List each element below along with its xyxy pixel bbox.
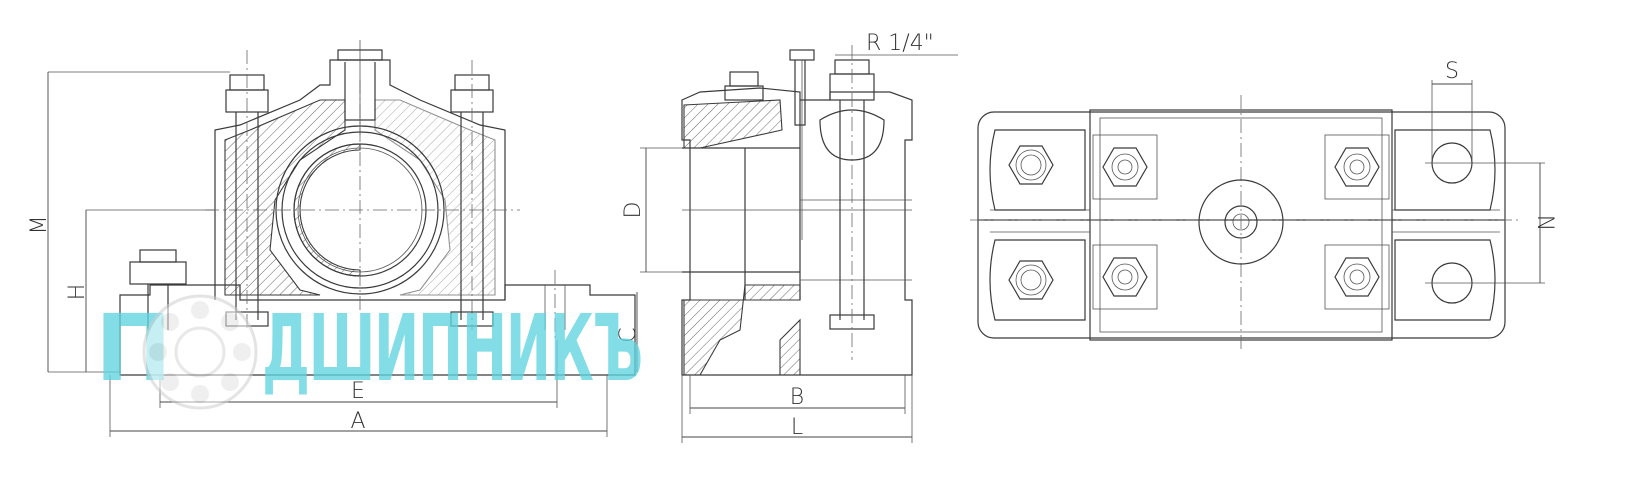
cap-bolt-head-tl [1092, 134, 1158, 200]
dim-label-S: S [1445, 59, 1459, 84]
bolt-right [450, 60, 494, 330]
cap-bolt-head-tr [1324, 134, 1390, 200]
bearing-icon [142, 294, 258, 410]
foot-bolt-head-tl [1008, 145, 1054, 185]
dim-label-B: B [790, 385, 804, 410]
cap-bolt-head-bl [1092, 244, 1158, 310]
watermark-text-right: ДШИПНИКЪ [262, 295, 642, 402]
dim-label-C: C [616, 327, 641, 342]
dim-label-thread: R 1/4" [866, 31, 934, 56]
dim-label-M: M [27, 216, 52, 235]
front-view: M H C E A [27, 40, 641, 437]
dim-label-N: N [1532, 215, 1557, 231]
watermark-logo: П ДШИПНИКЪ [95, 294, 644, 410]
dim-label-H: H [65, 284, 90, 301]
dim-label-D: D [621, 202, 646, 219]
dim-label-A: A [350, 409, 365, 434]
foot-bolt-head-bl [1008, 260, 1054, 300]
cap-bolt-head-br [1324, 244, 1390, 310]
side-view: D R 1/4" B L [621, 31, 958, 443]
dim-label-E: E [351, 379, 365, 404]
dim-label-L: L [791, 415, 803, 440]
top-view: S N [970, 59, 1557, 350]
